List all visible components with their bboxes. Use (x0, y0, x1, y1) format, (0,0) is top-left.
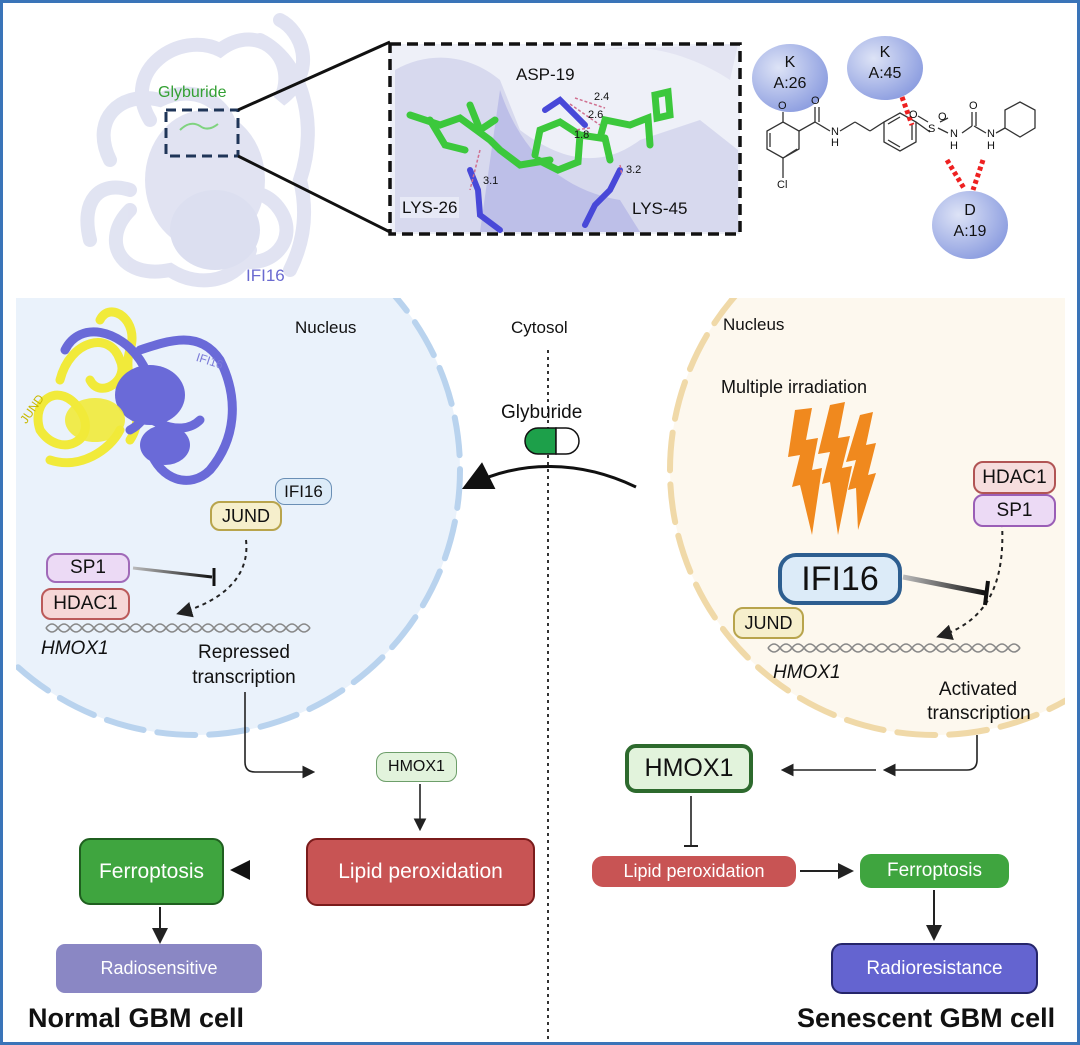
distance-label: 2.6 (588, 109, 604, 121)
atom-label: O (811, 95, 820, 107)
atom-label: N (987, 128, 995, 140)
residue-label-asp19: ASP-19 (516, 65, 575, 84)
glyburide-mini (179, 122, 219, 131)
hdac1-tag-right: HDAC1 (973, 461, 1056, 494)
residue-ball-d19 (932, 191, 1008, 259)
hmox1-gene-right: HMOX1 (773, 662, 841, 683)
jund-tag: JUND (210, 501, 282, 531)
repressed-line2: transcription (192, 667, 296, 688)
residue-label-lys26: LYS-26 (400, 197, 460, 218)
residue-ball-k26 (752, 44, 828, 112)
residue-id-d19: A:19 (953, 223, 987, 240)
atom-label: H (950, 140, 958, 152)
jund-ifi16-complex-structure (33, 307, 237, 485)
repressed-line1: Repressed (198, 642, 290, 663)
distance-label: 1.8 (574, 129, 590, 141)
senescent-gbm-cell-title: Senescent GBM cell (797, 1003, 1056, 1033)
normal-gbm-cell-title: Normal GBM cell (28, 1003, 245, 1033)
atom-label: Cl (777, 179, 788, 191)
left-nucleus-label: Nucleus (295, 318, 357, 337)
ifi16-protein-structure (80, 13, 315, 288)
atom-label: H (987, 140, 995, 152)
residue-code-d19: D (964, 202, 976, 219)
activated-line1: Activated (938, 679, 1018, 700)
ferroptosis-node-right: Ferroptosis (860, 854, 1009, 888)
atom-label: N (950, 128, 958, 140)
docking-zoom-panel (388, 42, 742, 236)
residue-label-lys45: LYS-45 (632, 199, 688, 218)
jund-tag-right: JUND (733, 607, 804, 639)
right-nucleus-label: Nucleus (723, 315, 785, 334)
glyburide-2d-structure (766, 94, 1036, 178)
dna-helix-left (45, 623, 311, 633)
sp1-tag-right: SP1 (973, 494, 1056, 527)
hmox1-gene-left: HMOX1 (41, 638, 109, 659)
distance-label: 3.2 (626, 164, 642, 176)
ferroptosis-node-left: Ferroptosis (79, 838, 224, 905)
glyburide-drug-label: Glyburide (501, 402, 583, 423)
lightning-icon (788, 402, 876, 535)
cytosol-label: Cytosol (511, 318, 568, 337)
residue-ball-k45 (847, 36, 923, 100)
lipid-peroxidation-node-left: Lipid peroxidation (306, 838, 535, 906)
atom-label: O (969, 100, 978, 112)
radioresistance-node: Radioresistance (831, 943, 1038, 994)
sp1-tag: SP1 (46, 553, 130, 583)
activated-line2: transcription (927, 703, 1031, 724)
dna-helix-right (767, 643, 1021, 653)
radiosensitive-node: Radiosensitive (56, 944, 262, 993)
distance-label: 2.4 (594, 91, 610, 103)
glyburide-structure-label: Glyburide (158, 84, 227, 101)
lipid-peroxidation-node-right: Lipid peroxidation (592, 856, 796, 887)
residue-code-k45: K (879, 44, 891, 61)
ifi16-tag: IFI16 (275, 478, 332, 505)
residue-code-k26: K (784, 54, 796, 71)
hdac1-tag: HDAC1 (41, 588, 130, 620)
hmox1-node-right: HMOX1 (625, 744, 753, 793)
zoom-region-box (164, 108, 240, 158)
capsule-icon (524, 427, 580, 455)
atom-label: S (928, 123, 936, 135)
distance-label: 3.1 (483, 175, 499, 187)
atom-label: N (831, 126, 839, 138)
atom-label: O (938, 111, 947, 123)
residue-id-k45: A:45 (868, 65, 902, 82)
residue-id-k26: A:26 (773, 75, 807, 92)
multiple-irradiation-label: Multiple irradiation (721, 377, 868, 397)
hmox1-node-left: HMOX1 (376, 752, 457, 782)
atom-label: O (778, 100, 787, 112)
ifi16-structure-label: IFI16 (246, 266, 285, 285)
ifi16-node-right: IFI16 (778, 553, 902, 605)
atom-label: O (909, 109, 918, 121)
atom-label: H (831, 137, 839, 149)
glyburide-action-arrow (461, 462, 637, 490)
